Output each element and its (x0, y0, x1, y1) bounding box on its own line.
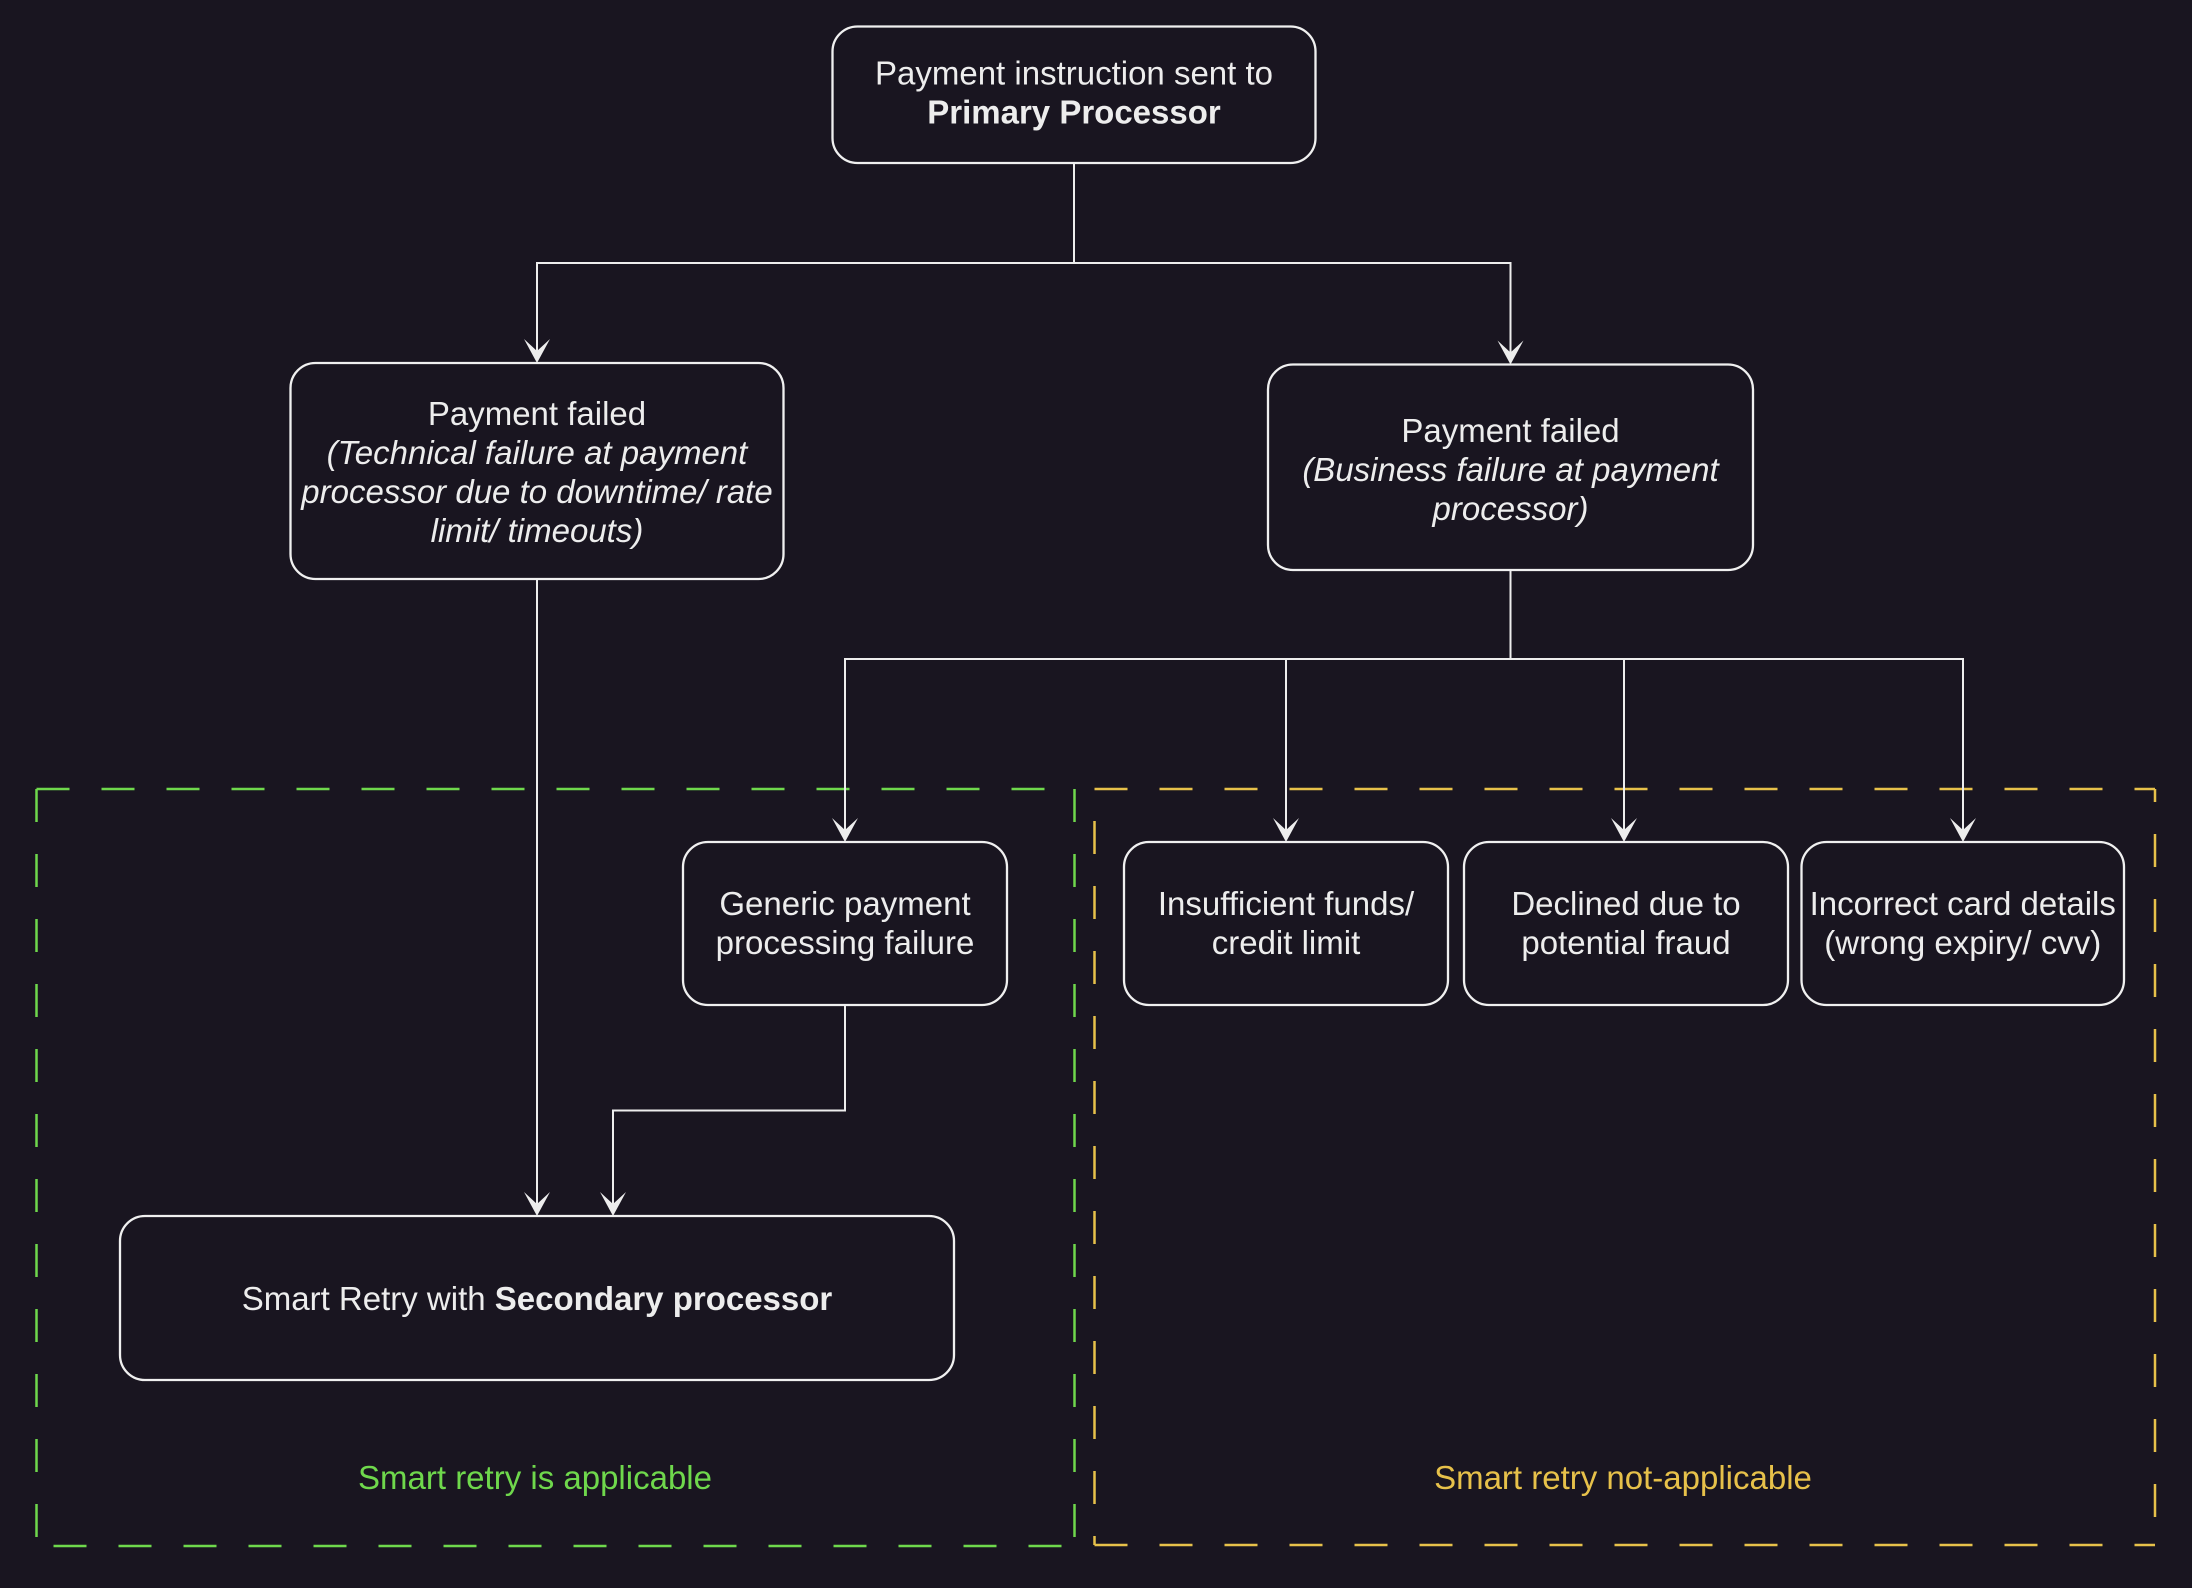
svg-text:Smart retry is applicable: Smart retry is applicable (358, 1459, 712, 1496)
svg-text:(wrong expiry/ cvv): (wrong expiry/ cvv) (1824, 924, 2101, 961)
svg-text:Payment instruction sent to: Payment instruction sent to (875, 55, 1273, 92)
svg-text:Primary Processor: Primary Processor (927, 94, 1221, 131)
svg-text:Payment failed: Payment failed (1401, 412, 1619, 449)
svg-text:Payment failed: Payment failed (428, 395, 646, 432)
svg-text:Smart retry not-applicable: Smart retry not-applicable (1434, 1459, 1812, 1496)
svg-text:limit/ timeouts): limit/ timeouts) (431, 512, 644, 549)
svg-text:credit limit: credit limit (1212, 924, 1361, 961)
svg-text:(Business failure at payment: (Business failure at payment (1302, 451, 1720, 488)
svg-text:processing failure: processing failure (716, 924, 975, 961)
svg-text:processor due to downtime/ rat: processor due to downtime/ rate (300, 473, 772, 510)
svg-text:(Technical failure at payment: (Technical failure at payment (327, 434, 750, 471)
svg-text:Insufficient funds/: Insufficient funds/ (1158, 885, 1415, 922)
svg-text:Smart Retry with Secondary pro: Smart Retry with Secondary processor (242, 1280, 833, 1317)
svg-text:Declined due to: Declined due to (1511, 885, 1740, 922)
svg-text:processor): processor) (1432, 490, 1589, 527)
svg-text:potential fraud: potential fraud (1521, 924, 1730, 961)
svg-text:Generic payment: Generic payment (719, 885, 970, 922)
svg-text:Incorrect card details: Incorrect card details (1810, 885, 2116, 922)
